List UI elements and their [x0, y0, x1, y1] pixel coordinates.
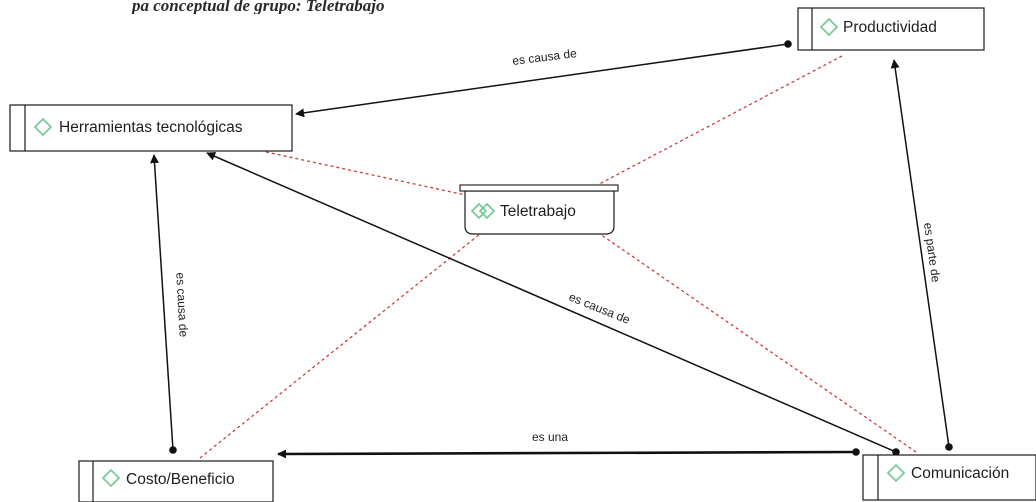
diamond-icon: [819, 17, 839, 37]
diamond-icon: [33, 117, 53, 137]
node-label: Productividad: [843, 19, 937, 36]
link-label-costo-herr: es causa de: [173, 272, 190, 338]
arrow-comunicacion-to-productividad: [890, 59, 950, 448]
arrow-start-dot: [852, 448, 860, 456]
arrow-start-dot: [892, 448, 900, 456]
arrow-start-dot: [784, 40, 792, 48]
diamond-icon: [101, 468, 121, 488]
node-label: Herramientas tecnológicas: [59, 119, 243, 136]
dotted-line-comunicacion: [599, 233, 917, 453]
central-node-tab: [459, 184, 619, 192]
dotted-line-herramientas: [265, 151, 471, 197]
arrow-costo-to-herramientas: [150, 154, 174, 451]
page-header-partial: pa conceptual de grupo: Teletrabajo: [0, 0, 1036, 14]
node-productividad[interactable]: Productividad: [797, 7, 985, 51]
double-diamond-icon: [470, 202, 496, 220]
node-herramientas[interactable]: Herramientas tecnológicas: [9, 104, 293, 152]
central-node-label: Teletrabajo: [500, 203, 576, 220]
arrow-start-dot: [945, 443, 953, 451]
header-text: pa conceptual de grupo: Teletrabajo: [132, 0, 385, 14]
node-comunicacion[interactable]: Comunicación: [862, 454, 1036, 501]
diamond-icon: [886, 463, 906, 483]
dotted-line-productividad: [587, 55, 843, 191]
arrow-start-dot: [169, 446, 177, 454]
dotted-line-costo: [199, 233, 481, 459]
link-label-com-herr: es causa de: [567, 290, 633, 327]
arrow-comunicacion-to-costo: [277, 449, 857, 459]
node-label: Comunicación: [911, 465, 1009, 482]
arrow-productividad-to-herramientas: [295, 43, 789, 118]
arrows: [150, 40, 953, 459]
central-node-teletrabajo[interactable]: Teletrabajo: [459, 184, 619, 235]
node-label: Costo/Beneficio: [126, 471, 235, 488]
link-label-prod-herr: es causa de: [512, 46, 578, 68]
link-label-com-costo: es una: [532, 430, 568, 444]
node-costo[interactable]: Costo/Beneficio: [78, 460, 274, 502]
arrow-comunicacion-to-herramientas: [206, 152, 897, 453]
dotted-connectors: [199, 55, 917, 459]
